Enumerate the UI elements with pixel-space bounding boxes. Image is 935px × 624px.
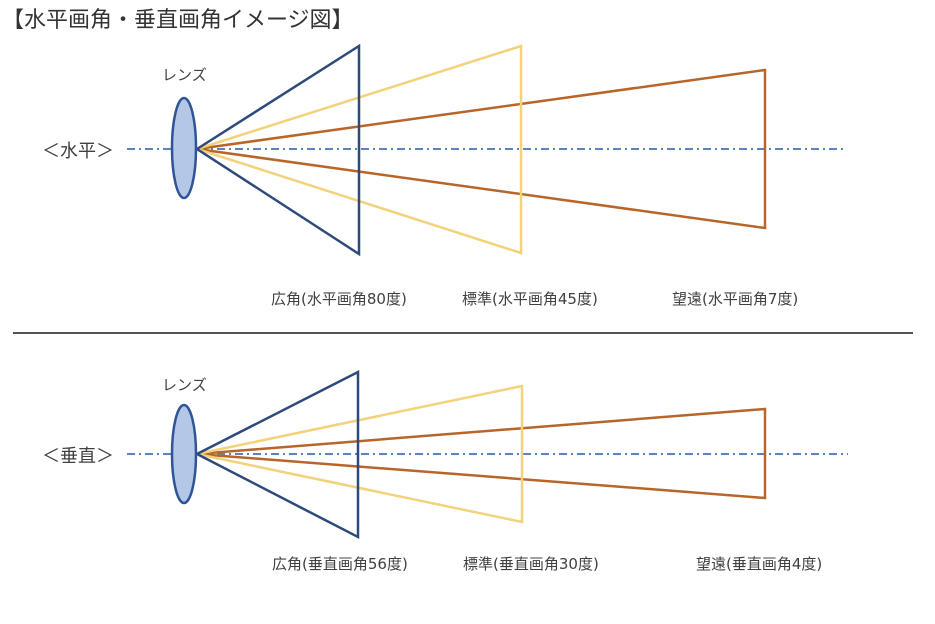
vertical-wide-cone <box>194 369 360 540</box>
horizontal-tele-caption: 望遠(水平画角7度) <box>672 290 799 308</box>
diagram-title: 【水平画角・垂直画角イメージ図】 <box>2 8 354 33</box>
horizontal-wide-caption: 広角(水平画角80度) <box>271 290 407 308</box>
vertical-lens-icon <box>170 403 198 505</box>
vertical-wide-caption: 広角(垂直画角56度) <box>272 555 408 573</box>
vertical-section <box>127 369 848 540</box>
vertical-tele-cone <box>196 407 767 500</box>
horizontal-lens-icon <box>170 96 198 200</box>
horizontal-section <box>127 43 845 257</box>
vertical-standard-caption: 標準(垂直画角30度) <box>463 555 599 573</box>
vertical-lens-label: レンズ <box>162 376 207 394</box>
horizontal-lens-label: レンズ <box>162 66 207 84</box>
horizontal-wide-cone <box>194 43 361 257</box>
vertical-axis-label: ＜垂直＞ <box>42 446 114 467</box>
vertical-tele-caption: 望遠(垂直画角4度) <box>696 555 823 573</box>
horizontal-axis-label: ＜水平＞ <box>42 141 114 162</box>
vertical-standard-cone <box>196 384 524 524</box>
horizontal-tele-cone <box>196 68 767 230</box>
horizontal-standard-caption: 標準(水平画角45度) <box>462 290 598 308</box>
